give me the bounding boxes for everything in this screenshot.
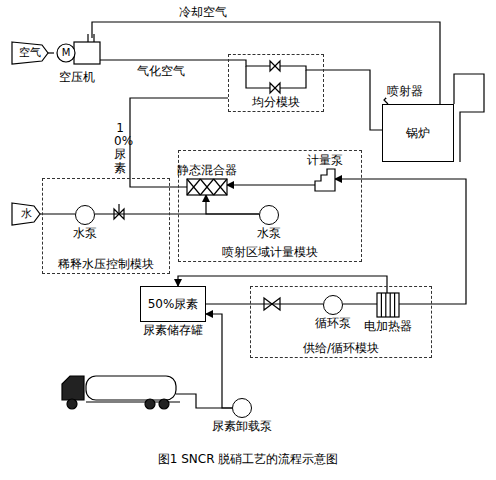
heater-part — [385, 293, 386, 317]
node-label: 尿素卸载泵 — [212, 419, 272, 433]
tanker-truck — [62, 376, 180, 409]
compressor-part — [57, 44, 75, 62]
node-label: 静态混合器 — [177, 163, 237, 177]
static-mixer: 静态混合器 — [187, 179, 227, 195]
heater-part — [394, 293, 395, 317]
module-box: 均分模块 — [228, 54, 324, 112]
node-label: 空压机 — [59, 70, 95, 84]
water-source: 水 — [12, 203, 40, 225]
figure-caption: 图1 SNCR 脱硝工艺的流程示意图 — [157, 452, 340, 466]
mixer-part — [200, 179, 213, 195]
node-label: 水 — [21, 207, 32, 221]
pipe-connector — [206, 303, 323, 304]
node-label: 空气 — [19, 46, 41, 60]
pipe-connector — [178, 276, 387, 293]
module-box: 供给/循环模块循环泵电加热器 — [250, 286, 432, 358]
compressor-part — [74, 42, 100, 64]
pipe — [246, 66, 306, 88]
node-label: 锅炉 — [406, 126, 430, 140]
valve-symbol — [270, 61, 280, 93]
compressor-part — [93, 34, 94, 42]
trap-part — [12, 42, 48, 64]
flow-label: 气化空气 — [136, 64, 186, 78]
node-label: 计量泵 — [307, 153, 343, 167]
mixer-part — [187, 179, 200, 195]
node-label: 均分模块 — [252, 95, 300, 109]
meter-outline — [315, 169, 335, 191]
pipe-connector — [206, 314, 232, 408]
boiler-box: 锅炉 — [382, 104, 454, 162]
node-label: 尿素储存罐 — [143, 323, 203, 337]
pump-symbol: 水泵 — [75, 205, 95, 225]
pipe-connector — [40, 213, 75, 214]
heater-part — [381, 293, 382, 317]
module-box: 稀释水压控制模块 水泵 — [42, 178, 170, 274]
electric-heater: 电加热器 — [377, 293, 399, 317]
pipe-connector — [324, 70, 382, 130]
pipe-connector — [343, 303, 377, 304]
trap-part — [12, 203, 40, 225]
pipe — [176, 394, 232, 408]
node-label: 供给/循环模块 — [303, 341, 379, 355]
node-label: 水泵 — [257, 226, 281, 240]
air-intake: 空气 — [12, 42, 48, 64]
part-label: 喷射器 — [386, 84, 424, 98]
node-label: 喷射区域计量模块 — [222, 245, 318, 259]
pipe-connector — [206, 195, 259, 214]
node-label: 50%尿素 — [148, 297, 199, 311]
pipe-connector — [227, 184, 315, 185]
node-label: 电加热器 — [364, 319, 412, 333]
heater-part — [377, 293, 399, 317]
pipe-connector — [92, 22, 440, 104]
heater-part — [390, 293, 391, 317]
pipe-connector — [95, 213, 259, 214]
node-label: 循环泵 — [315, 316, 351, 330]
pipe-connector — [48, 52, 54, 53]
flow-label: 10%尿素 — [113, 122, 127, 175]
pump-symbol: 循环泵 — [323, 295, 343, 315]
mixer-outline — [187, 179, 227, 195]
pump-symbol: 尿素卸载泵 — [232, 398, 252, 418]
boiler-flue — [454, 74, 484, 162]
compressor: 空压机 — [54, 38, 100, 68]
compressor-outline — [54, 38, 100, 68]
flow-label: 冷却空气 — [178, 5, 228, 19]
metering-pump: 计量泵 — [315, 169, 335, 191]
pipe-connector — [100, 59, 228, 60]
valve-stem — [118, 204, 119, 214]
node-label: 水泵 — [73, 226, 97, 240]
meter-part — [315, 169, 335, 191]
heater-outline — [377, 293, 399, 317]
pump-symbol: 水泵 — [259, 205, 279, 225]
node-label: 稀释水压控制模块 — [58, 257, 154, 271]
mixer-part — [187, 179, 227, 195]
urea-tank: 50%尿素尿素储存罐 — [140, 286, 206, 322]
compressor-part — [87, 34, 88, 42]
module-box: 喷射区域计量模块 静态混合器 计量泵水泵 — [178, 150, 362, 262]
mixer-part — [214, 179, 227, 195]
motor-mark: M — [61, 46, 72, 60]
